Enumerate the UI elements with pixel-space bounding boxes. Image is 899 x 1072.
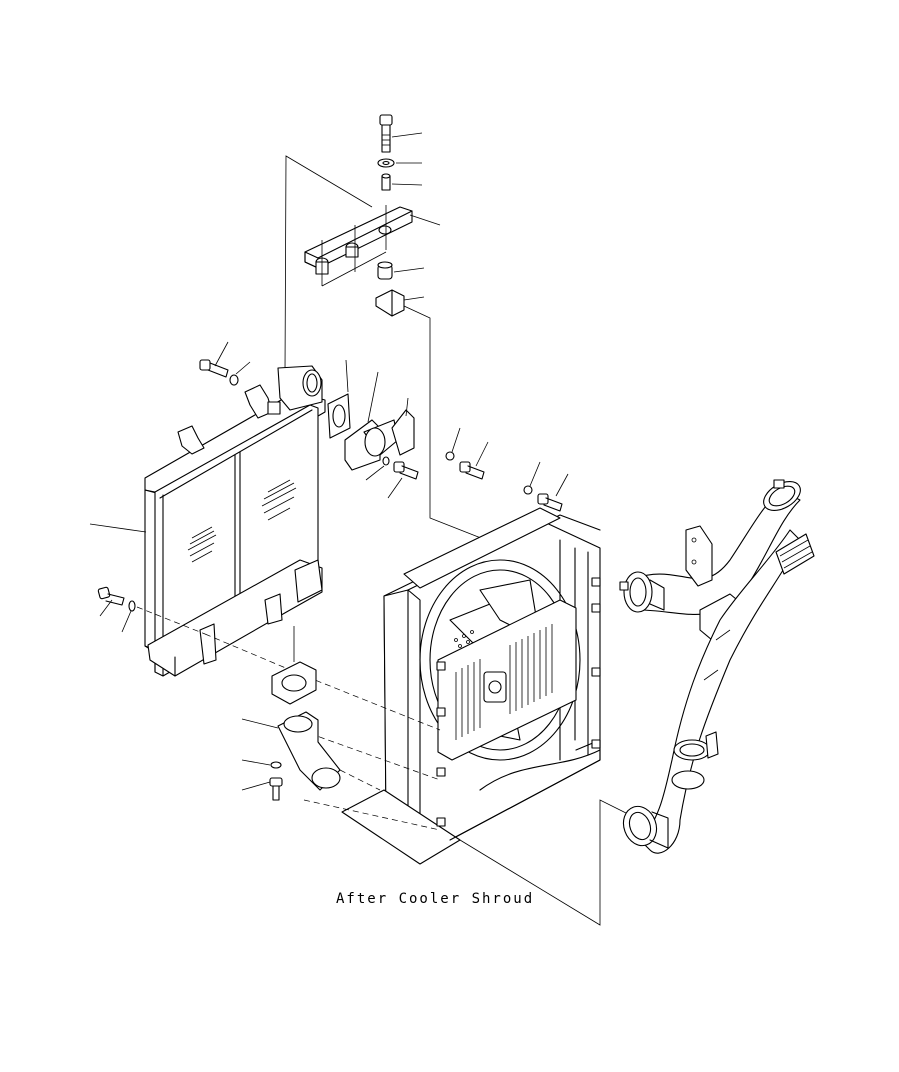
upper-left-bolt-set bbox=[199, 341, 251, 386]
hose-clamp-bottom bbox=[622, 805, 669, 849]
left-bolt-set bbox=[97, 586, 206, 635]
shroud-bolt-set bbox=[523, 461, 569, 512]
shroud-grill bbox=[455, 624, 553, 740]
hose-clamp-upper-right bbox=[775, 533, 815, 575]
small-bracket bbox=[375, 289, 405, 317]
hose-clamp-mid bbox=[671, 731, 719, 790]
top-bolt bbox=[379, 114, 393, 153]
mounting-plate bbox=[304, 206, 413, 275]
top-bracket-assembly bbox=[284, 114, 487, 541]
top-washer bbox=[377, 158, 395, 168]
hose-clamp-left bbox=[619, 571, 665, 613]
core-hatch bbox=[187, 479, 297, 563]
charge-air-pipe-assembly bbox=[619, 479, 815, 854]
diagram-caption: After Cooler Shroud bbox=[336, 891, 535, 907]
lower-elbow-set bbox=[241, 626, 381, 801]
upper-elbow-set bbox=[327, 359, 489, 499]
rubber-mount bbox=[377, 261, 393, 280]
hose-clamp-top bbox=[763, 479, 801, 511]
aftercooler-core bbox=[89, 365, 326, 677]
aftercooler-shroud bbox=[204, 507, 629, 926]
top-collar bbox=[381, 173, 391, 191]
